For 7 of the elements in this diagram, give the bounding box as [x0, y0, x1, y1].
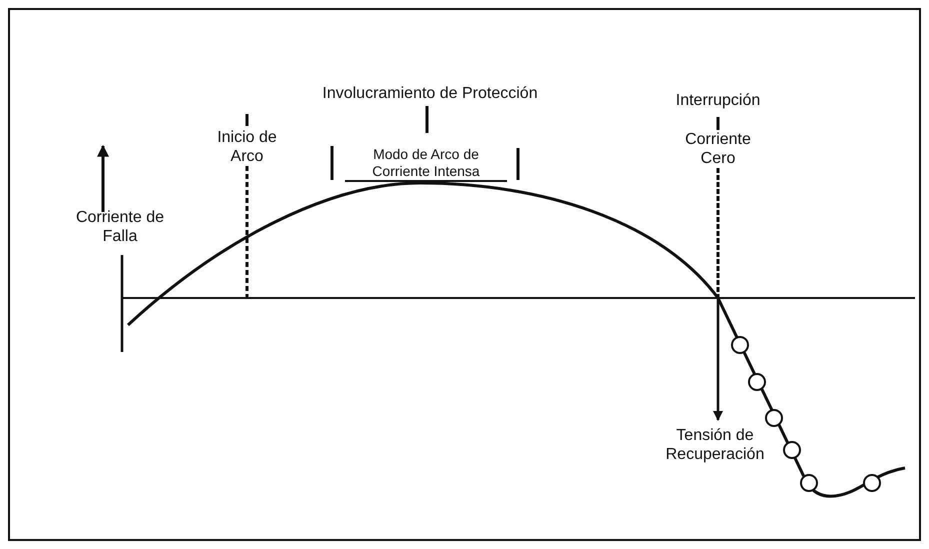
annotation-label: Modo de Arco de Corriente Intensa	[345, 146, 507, 182]
annotation-label: Interrupción	[674, 91, 762, 110]
annotation-label: Tensión de Recuperación	[664, 426, 766, 464]
axis-label: Corriente de Falla	[75, 208, 165, 246]
annotation-label: Inicio de Arco	[217, 128, 277, 166]
annotation-label: Involucramiento de Protección	[321, 84, 539, 103]
annotation-label: Corriente Cero	[684, 130, 752, 168]
